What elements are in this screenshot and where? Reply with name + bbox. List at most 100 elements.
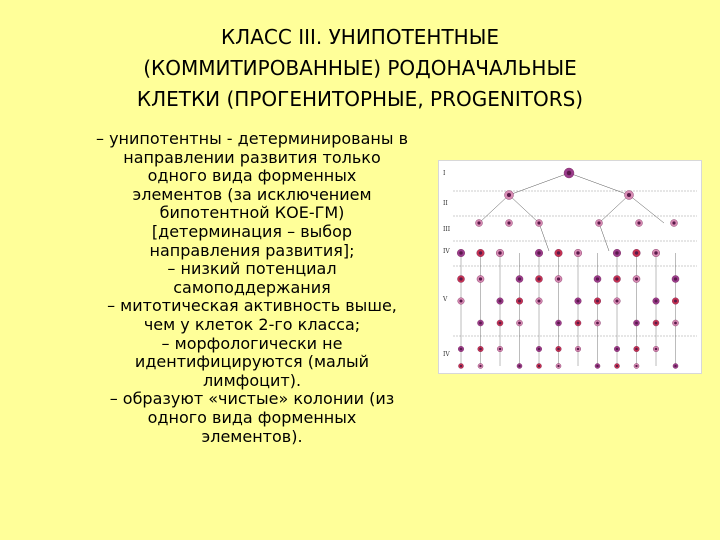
scheme-branch (628, 194, 665, 224)
cell-nucleus (635, 321, 638, 325)
cell-nucleus (478, 277, 483, 281)
cell-nucleus (637, 221, 641, 225)
cell-nucleus (498, 299, 502, 303)
cell-nucleus (479, 364, 482, 368)
cell-nucleus (479, 321, 482, 325)
cell-nucleus (498, 321, 502, 325)
cell-nucleus (615, 277, 619, 281)
scheme-branch (508, 194, 540, 224)
scheme-branch (508, 172, 570, 196)
cell-nucleus (654, 251, 658, 255)
body-line: – морфологически не (161, 333, 343, 353)
body-line: лимфоцит). (202, 370, 302, 390)
cell-nucleus (576, 251, 580, 255)
cell-nucleus (634, 251, 639, 255)
body-line: направлении развития только (123, 147, 381, 167)
cell-nucleus (672, 221, 676, 225)
cell-nucleus (634, 277, 639, 281)
scheme-branch (598, 222, 610, 252)
body-line: элементов). (201, 426, 303, 446)
cell-nucleus (479, 347, 482, 351)
cell-nucleus (537, 221, 541, 225)
title-line-1: КЛАСС III. УНИПОТЕНТНЫЕ (220, 25, 500, 49)
body-line: чем у клеток 2-го класса; (143, 314, 361, 334)
cell-nucleus (478, 251, 483, 255)
cell-nucleus (576, 299, 580, 303)
cell-nucleus (557, 364, 560, 368)
cell-nucleus (615, 347, 619, 351)
cell-nucleus (507, 221, 511, 225)
title-line-3: КЛЕТКИ (ПРОГЕНИТОРНЫЕ, PROGENITORS) (136, 87, 584, 111)
cell-nucleus (518, 299, 521, 303)
scheme-branch (538, 222, 550, 252)
cell-nucleus (537, 277, 541, 281)
cell-nucleus (673, 277, 678, 281)
body-line: – унипотентны - детерминированы в (96, 129, 408, 148)
body-line: одного вида форменных (147, 166, 357, 186)
cell-nucleus (596, 299, 599, 303)
scheme-branch (568, 172, 630, 196)
cell-nucleus (576, 347, 580, 351)
slide-title: КЛАСС III. УНИПОТЕНТНЫЕ (КОММИТИРОВАННЫЕ… (60, 22, 660, 115)
row-label: III (443, 226, 451, 233)
cell-nucleus (576, 321, 580, 325)
cell-nucleus (498, 347, 502, 351)
scheme-branch (598, 194, 630, 224)
cell-nucleus (537, 364, 541, 368)
body-line: направления развития]; (149, 240, 355, 260)
slide-body: – унипотентны - детерминированы в направ… (72, 129, 432, 446)
cell-nucleus (615, 299, 619, 303)
cell-nucleus (674, 364, 677, 368)
cell-nucleus (459, 277, 463, 281)
row-label: IV (443, 351, 450, 358)
cell-nucleus (635, 364, 638, 368)
cell-nucleus (477, 221, 481, 225)
cell-nucleus (518, 364, 521, 368)
scheme-branch (478, 194, 510, 224)
row-label: IV (443, 248, 450, 255)
body-line: [детерминация – выбор (151, 221, 353, 241)
cell-nucleus (626, 192, 632, 198)
cell-nucleus (498, 251, 502, 255)
cell-nucleus (615, 364, 619, 368)
body-line: самоподдержания (173, 277, 331, 297)
cell-nucleus (537, 347, 541, 351)
cell-nucleus (654, 299, 658, 303)
row-label: II (443, 200, 448, 207)
cell-nucleus (557, 347, 560, 351)
body-line: – митотическая активность выше, (107, 296, 397, 316)
body-line: идентифицируются (малый (134, 352, 370, 372)
cell-nucleus (654, 347, 658, 351)
cell-nucleus (595, 277, 600, 281)
cell-nucleus (674, 299, 677, 303)
cell-nucleus (596, 321, 599, 325)
row-label: V (442, 296, 448, 303)
body-line: – образуют «чистые» колонии (из (109, 389, 395, 409)
body-line: одного вида форменных (147, 407, 357, 427)
cell-nucleus (566, 170, 572, 176)
cell-nucleus (557, 321, 560, 325)
cell-nucleus (654, 321, 658, 325)
cell-nucleus (518, 321, 521, 325)
cell-nucleus (556, 277, 561, 281)
cell-nucleus (506, 192, 512, 198)
cell-nucleus (596, 364, 599, 368)
cell-nucleus (537, 299, 541, 303)
cell-nucleus (556, 251, 561, 255)
title-line-2: (КОММИТИРОВАННЫЕ) РОДОНАЧАЛЬНЫЕ (143, 56, 577, 80)
cell-nucleus (459, 251, 463, 255)
cell-nucleus (597, 221, 601, 225)
row-label: I (443, 170, 446, 177)
cell-nucleus (537, 251, 541, 255)
cell-nucleus (615, 251, 619, 255)
body-line: элементов (за исключением (132, 184, 372, 204)
cell-nucleus (517, 277, 522, 281)
cell-nucleus (459, 299, 463, 303)
body-line: – низкий потенциал (167, 259, 337, 279)
cell-nucleus (635, 347, 638, 351)
cell-nucleus (459, 347, 463, 351)
cell-nucleus (674, 321, 677, 325)
cell-nucleus (459, 364, 463, 368)
